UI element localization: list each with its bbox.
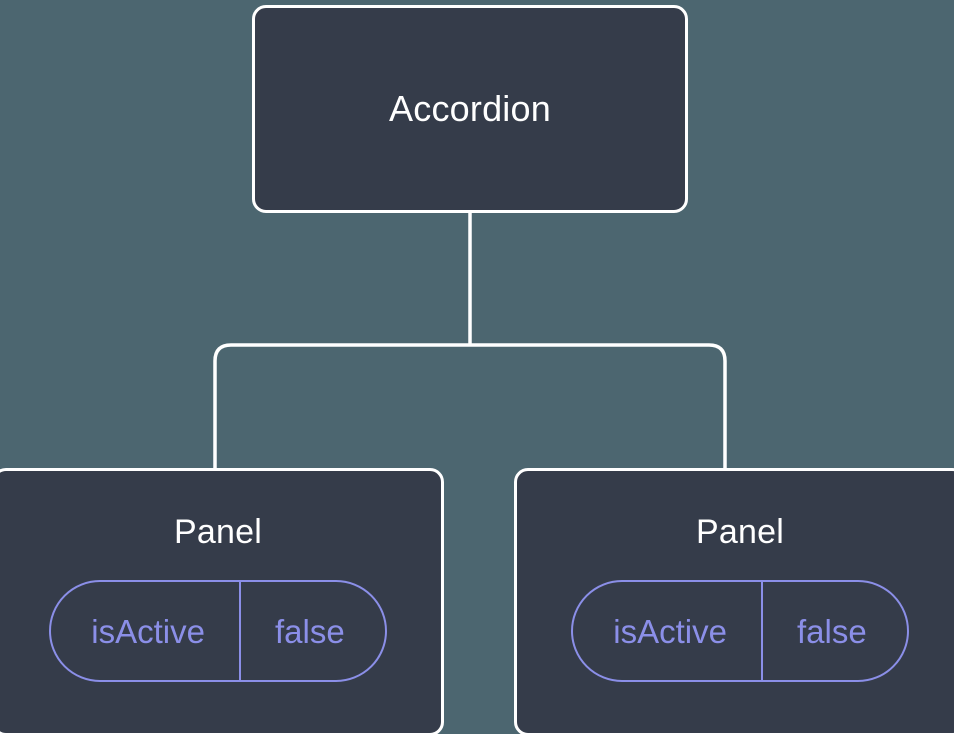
node-panel-2[interactable]: Panel isActive false: [514, 468, 954, 734]
node-title: Accordion: [389, 88, 551, 129]
prop-key: isActive: [613, 612, 727, 650]
node-accordion[interactable]: Accordion: [252, 5, 688, 213]
prop-badge[interactable]: isActive false: [49, 580, 387, 682]
edge-root-to-panel-2: [470, 343, 727, 470]
prop-badge[interactable]: isActive false: [571, 580, 909, 682]
prop-value: false: [238, 582, 385, 680]
edge-root-to-panel-1: [213, 343, 470, 470]
prop-key: isActive: [91, 612, 205, 650]
node-title: Panel: [174, 513, 262, 551]
prop-value: false: [760, 582, 907, 680]
node-title: Panel: [696, 513, 784, 551]
node-panel-1[interactable]: Panel isActive false: [0, 468, 444, 734]
